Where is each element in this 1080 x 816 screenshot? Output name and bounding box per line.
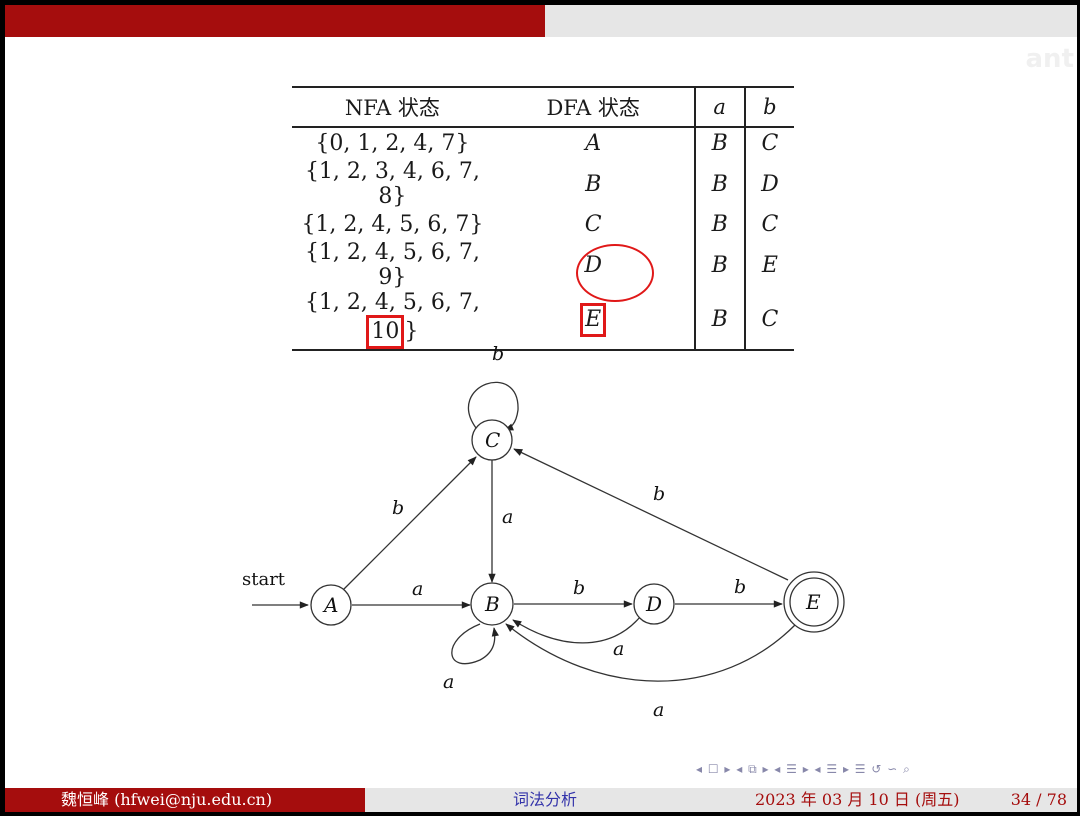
- nfa-state-prefix: {1, 2, 4, 5, 6, 7,: [304, 290, 480, 315]
- transition-a-cell: B: [693, 290, 746, 351]
- footer-author-bar: 魏恒峰 (hfwei@nju.edu.cn): [5, 788, 365, 812]
- table-row: {1, 2, 4, 5, 6, 7} C B C: [292, 209, 794, 240]
- footer-section-title: 词法分析: [512, 790, 577, 809]
- table-row: {1, 2, 3, 4, 6, 7, 8} B B D: [292, 159, 794, 209]
- state-c-label: C: [485, 428, 500, 452]
- highlighted-dfa-state-e: E: [580, 302, 607, 337]
- dfa-state-cell: E: [492, 290, 695, 351]
- state-b-circle: [470, 582, 514, 626]
- screen-border-left: [0, 0, 5, 816]
- table-row: {0, 1, 2, 4, 7} A B C: [292, 127, 794, 159]
- nfa-state-cell: {1, 2, 4, 5, 6, 7}: [301, 212, 484, 237]
- footer-date: 2023 年 03 月 10 日 (周五): [755, 790, 960, 809]
- edge-label-c-loop: b: [492, 343, 504, 365]
- screen-border-bottom: [0, 812, 1080, 816]
- transition-b-cell: E: [761, 252, 778, 278]
- edge-e-to-b: [505, 623, 796, 682]
- edge-label-e-to-c: b: [653, 483, 665, 505]
- edge-label-d-to-b: a: [613, 638, 624, 660]
- transition-b-cell: C: [761, 212, 779, 237]
- transition-b-cell: C: [761, 131, 779, 156]
- state-b-label: B: [484, 592, 500, 616]
- state-c-circle: [471, 419, 513, 461]
- header-bar-red: [5, 5, 545, 37]
- footer-section-bar: 词法分析: [365, 788, 725, 812]
- nfa-state-cell: {1, 2, 3, 4, 6, 7, 8}: [304, 159, 480, 209]
- transition-a-cell: B: [693, 127, 746, 159]
- header-dfa-state: DFA 状态: [492, 86, 695, 128]
- edge-label-c-to-b: a: [502, 506, 513, 528]
- hand-drawn-circle-annotation: [576, 244, 654, 302]
- transition-b-cell: D: [761, 171, 779, 197]
- dfa-state-cell: B: [585, 171, 602, 197]
- nfa-state-cell: {0, 1, 2, 4, 7}: [315, 131, 470, 156]
- footer-date-bar: 2023 年 03 月 10 日 (周五) 34 / 78: [725, 788, 1077, 812]
- edge-a-to-c: [342, 456, 477, 591]
- state-e-inner-circle: [789, 577, 839, 627]
- table-row: {1, 2, 4, 5, 6, 7, 9} D B E: [292, 240, 794, 290]
- nfa-state-cell: {1, 2, 4, 5, 6, 7, 10}: [292, 290, 493, 351]
- state-d-label: D: [645, 592, 662, 616]
- header-input-b: b: [744, 86, 794, 128]
- screen-border-right: [1077, 0, 1080, 816]
- edge-label-d-to-e: b: [734, 576, 746, 598]
- transition-a-cell: B: [693, 209, 746, 240]
- edge-label-e-to-b: a: [653, 699, 664, 721]
- table-row: {1, 2, 4, 5, 6, 7, 10} E B C: [292, 290, 794, 351]
- beamer-navigation-icons[interactable]: ◂ ☐ ▸ ◂ ⧉ ▸ ◂ ☰ ▸ ◂ ☰ ▸ ☰ ↺ ∽ ⌕: [696, 762, 911, 776]
- dfa-state-cell: C: [584, 212, 602, 237]
- transition-b-cell: C: [744, 290, 794, 351]
- edge-b-loop: [451, 623, 499, 665]
- dfa-state-cell: A: [585, 131, 602, 156]
- edge-label-b-to-d: b: [573, 577, 585, 599]
- state-d-circle: [633, 583, 675, 625]
- edge-label-a-to-c: b: [392, 497, 404, 519]
- state-a-label: A: [322, 593, 338, 617]
- highlighted-state-10: 10: [366, 315, 405, 349]
- state-e-label: E: [805, 590, 821, 614]
- nfa-state-suffix: }: [404, 319, 419, 344]
- ghost-text: ant: [1025, 44, 1074, 74]
- subset-construction-table: NFA 状态 DFA 状态 a b {0, 1, 2, 4, 7} A B C …: [292, 86, 794, 351]
- transition-a-cell: B: [693, 240, 746, 290]
- header-bar-gray: [545, 5, 1077, 37]
- header-input-a: a: [693, 86, 746, 128]
- start-label: start: [242, 569, 286, 590]
- table-header-row: NFA 状态 DFA 状态 a b: [292, 86, 794, 128]
- state-a-circle: [310, 584, 352, 626]
- footer-page-number: 34 / 78: [1010, 790, 1067, 809]
- edge-e-to-c: [513, 448, 789, 581]
- edge-label-b-loop: a: [443, 671, 454, 693]
- nfa-state-cell: {1, 2, 4, 5, 6, 7, 9}: [304, 240, 480, 290]
- screen-border-top: [0, 0, 1080, 5]
- edge-d-to-b: [512, 616, 641, 644]
- header-nfa-state: NFA 状态: [292, 86, 493, 128]
- transition-a-cell: B: [693, 159, 746, 209]
- edge-c-loop: [468, 381, 519, 431]
- footer-author: 魏恒峰 (hfwei@nju.edu.cn): [61, 790, 273, 809]
- edge-label-a-to-b: a: [412, 578, 423, 600]
